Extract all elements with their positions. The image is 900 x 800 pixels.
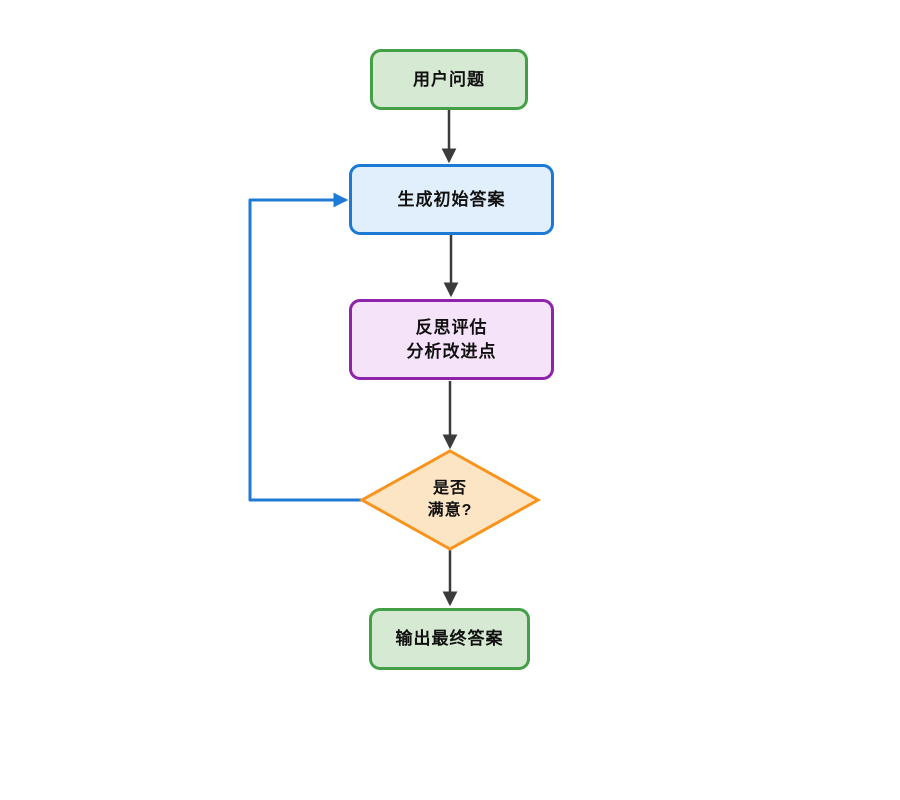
decision-diamond-shape <box>358 449 542 551</box>
node-decision-label-line1: 是否 <box>432 480 467 497</box>
node-generate-initial-answer-label: 生成初始答案 <box>397 189 506 209</box>
node-generate-initial-answer: 生成初始答案 <box>349 164 554 235</box>
node-decision-label-line2: 满意? <box>427 502 473 519</box>
node-reflect-evaluate-label-line1: 反思评估 <box>415 317 488 337</box>
node-user-question-label: 用户问题 <box>413 69 485 89</box>
node-output-final-answer-label: 输出最终答案 <box>395 629 504 648</box>
node-output-final-answer: 输出最终答案 <box>369 608 530 670</box>
edge-decision-feedback-to-generate <box>248 192 362 502</box>
node-decision-satisfied: 是否 满意? <box>388 470 512 530</box>
node-reflect-evaluate-label-line2: 分析改进点 <box>406 341 497 361</box>
node-user-question: 用户问题 <box>370 49 528 110</box>
node-reflect-evaluate: 反思评估 分析改进点 <box>349 299 554 380</box>
